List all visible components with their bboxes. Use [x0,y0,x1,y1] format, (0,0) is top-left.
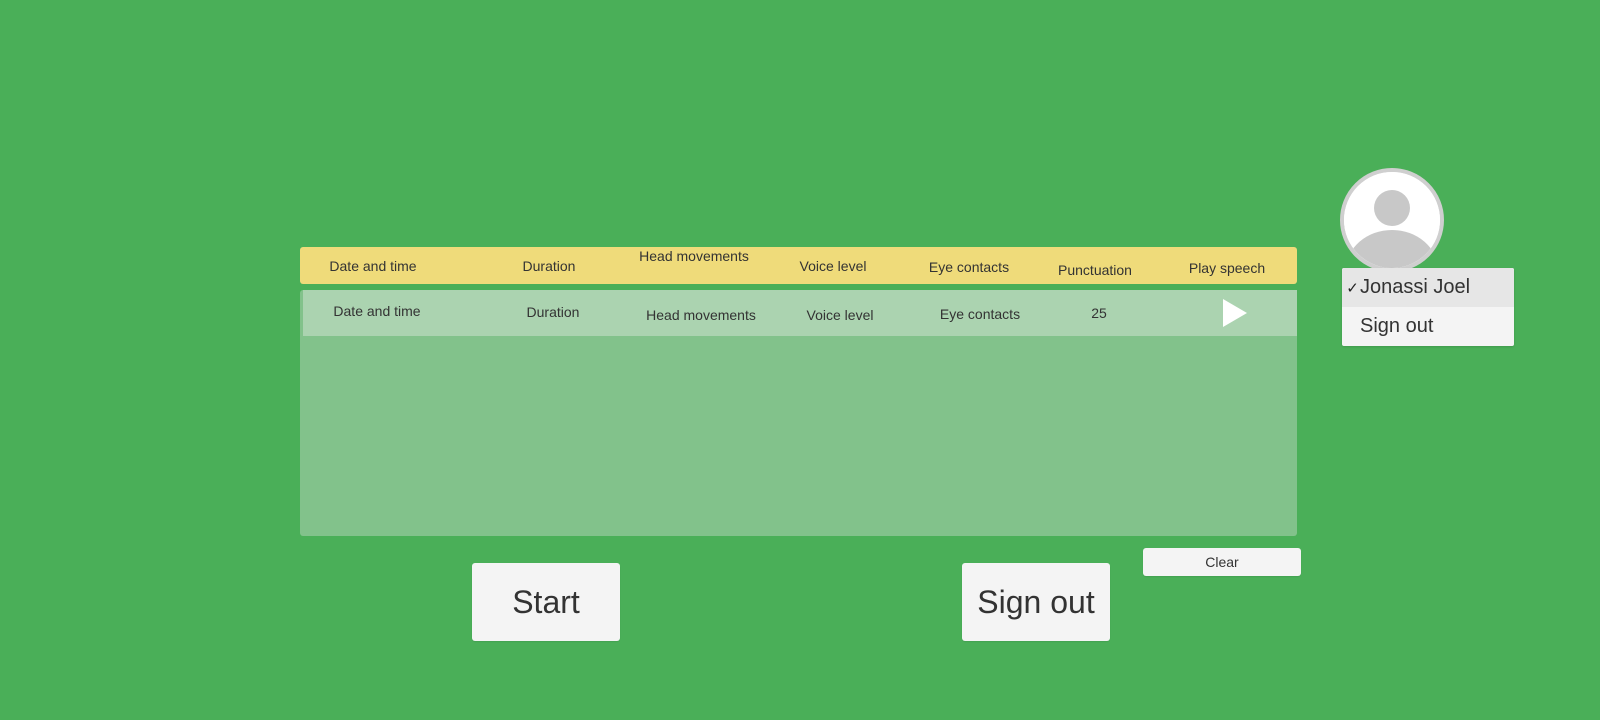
cell-date-time: Date and time [333,303,421,319]
table-row[interactable]: Date and time Duration Head movements Vo… [303,290,1297,336]
header-duration: Duration [522,258,576,274]
cell-head-movements: Head movements [646,307,756,323]
cell-duration: Duration [526,304,580,320]
play-icon[interactable] [1223,299,1247,327]
avatar-silhouette [1344,172,1440,268]
menu-item-user-label: Jonassi Joel [1360,276,1471,298]
sign-out-button[interactable]: Sign out [962,563,1110,641]
header-date-time: Date and time [329,258,417,274]
header-eye-contacts: Eye contacts [928,259,1010,275]
table-header: Date and time Duration Head movements Vo… [300,247,1297,284]
cell-voice-level: Voice level [806,307,874,323]
header-play-speech: Play speech [1188,260,1266,276]
clear-button[interactable]: Clear [1143,548,1301,576]
start-button[interactable]: Start [472,563,620,641]
check-icon: ✓ [1346,279,1359,297]
cell-eye-contacts: Eye contacts [939,306,1021,322]
user-dropdown-menu[interactable]: ✓ Jonassi Joel Sign out [1342,268,1514,346]
menu-item-sign-out-label: Sign out [1360,315,1434,337]
header-punctuation: Punctuation [1058,262,1132,278]
menu-item-sign-out[interactable]: Sign out [1342,307,1514,346]
header-head-movements: Head movements [639,248,749,264]
header-voice-level: Voice level [799,258,867,274]
results-table-body[interactable]: Date and time Duration Head movements Vo… [300,290,1297,536]
cell-punctuation: 25 [1091,305,1107,321]
menu-item-user[interactable]: ✓ Jonassi Joel [1342,268,1514,307]
user-avatar-icon[interactable] [1340,168,1444,272]
